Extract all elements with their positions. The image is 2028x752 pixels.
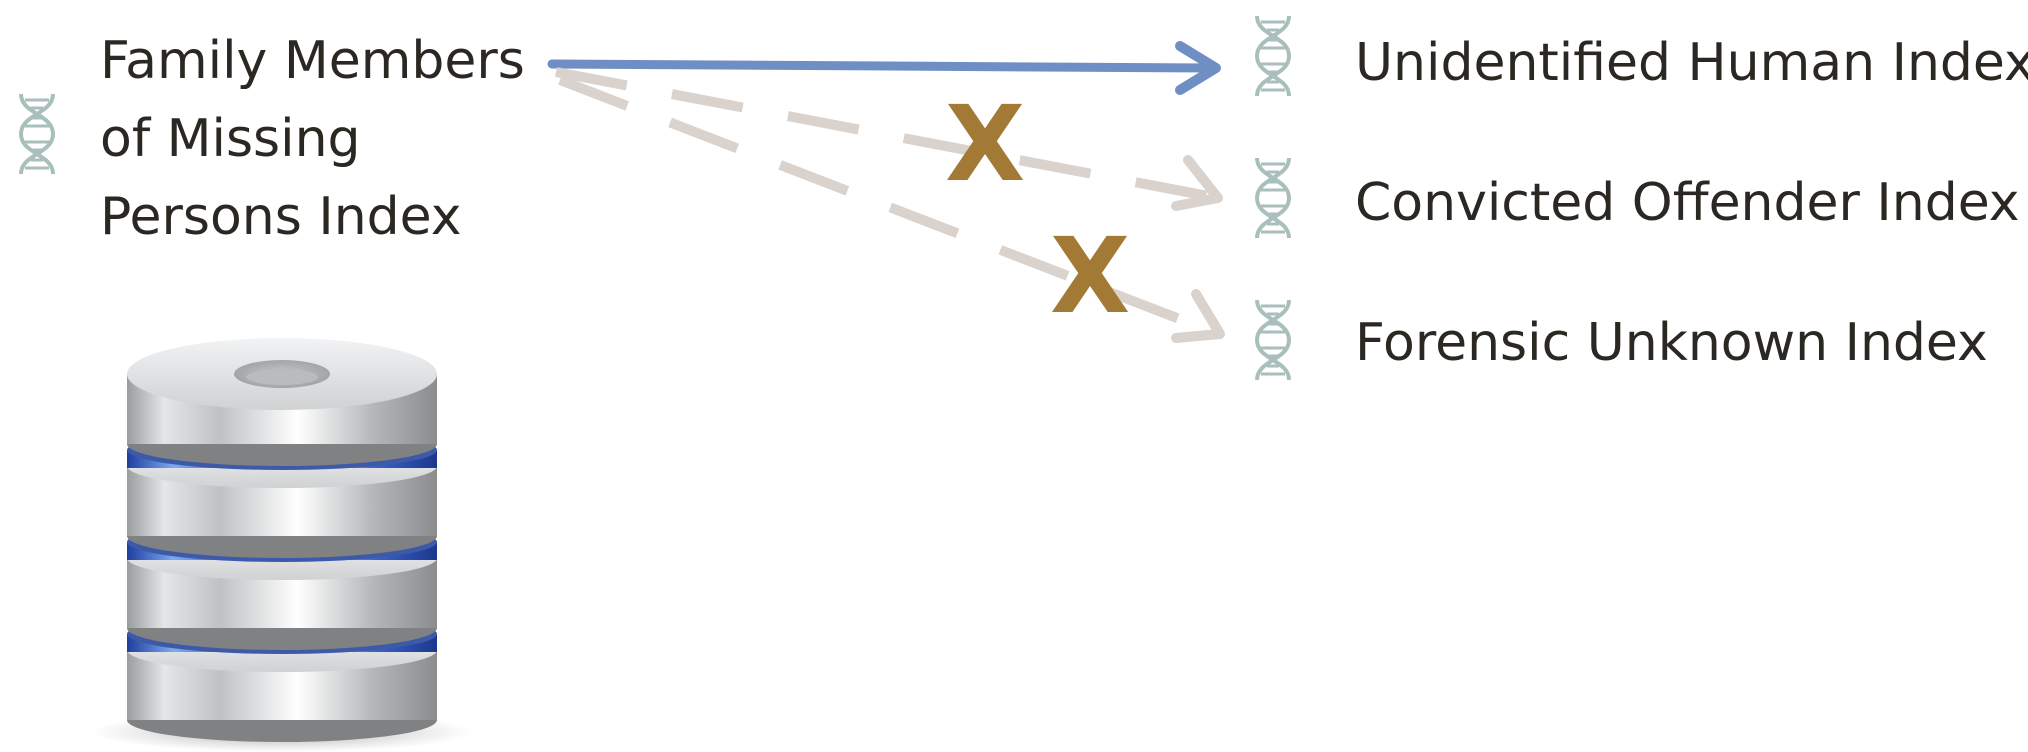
dna-icon — [1253, 298, 1293, 382]
target-label-forensic-unknown-index: Forensic Unknown Index — [1355, 313, 1988, 373]
source-label-line-3: Persons Index — [100, 187, 462, 247]
dna-icon — [1253, 14, 1293, 98]
arrow-to-unidentified-human-index — [547, 41, 1221, 95]
target-label-convicted-offender-index: Convicted Offender Index — [1355, 173, 2020, 233]
database-icon — [92, 338, 472, 752]
source-label-line-1: Family Members — [100, 31, 525, 91]
target-label-unidentified-human-index: Unidentified Human Index — [1355, 33, 2028, 93]
source-label-line-2: of Missing — [100, 109, 361, 169]
dna-icon — [1253, 156, 1293, 240]
arrow-to-convicted-offender-index — [555, 67, 1223, 211]
blocked-marker-convicted: X — [945, 83, 1026, 205]
dna-icon — [17, 92, 57, 176]
blocked-marker-forensic: X — [1050, 215, 1131, 337]
